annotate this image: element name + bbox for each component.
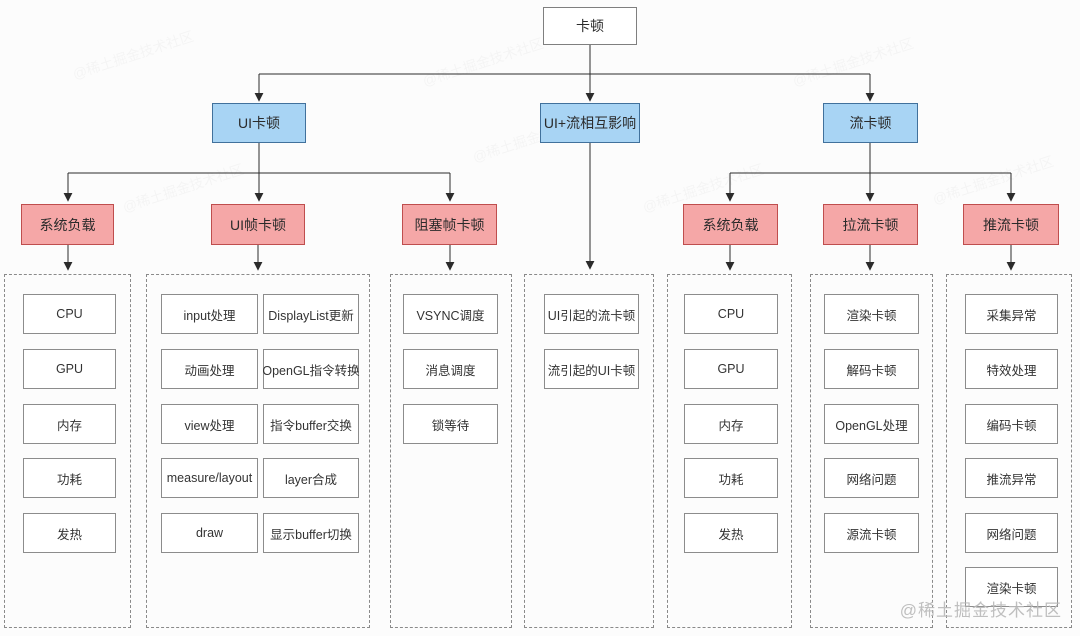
item-power: 功耗	[23, 458, 116, 498]
item-cmd-buffer-swap: 指令buffer交换	[263, 404, 359, 444]
item-network-issue: 网络问题	[965, 513, 1058, 553]
item-effect-process: 特效处理	[965, 349, 1058, 389]
item-draw: draw	[161, 513, 258, 553]
node-mixed-lag: UI+流相互影响	[540, 103, 640, 143]
item-ui-causes-stream-lag: UI引起的流卡顿	[544, 294, 639, 334]
item-gpu: GPU	[23, 349, 116, 389]
item-vsync-schedule: VSYNC调度	[403, 294, 498, 334]
site-watermark: @稀土掘金技术社区	[899, 601, 1062, 620]
node-ui-frame-lag: UI帧卡顿	[211, 204, 305, 245]
item-power: 功耗	[684, 458, 778, 498]
item-stream-causes-ui-lag: 流引起的UI卡顿	[544, 349, 639, 389]
item-encode-lag: 编码卡顿	[965, 404, 1058, 444]
item-render-lag: 渲染卡顿	[965, 567, 1058, 607]
group-push-lag: 采集异常 特效处理 编码卡顿 推流异常 网络问题 渲染卡顿	[946, 274, 1072, 628]
item-measure-layout: measure/layout	[161, 458, 258, 498]
item-opengl-cmd-convert: OpenGL指令转换	[262, 349, 360, 389]
item-cpu: CPU	[23, 294, 116, 334]
group-sysload-left: CPU GPU 内存 功耗 发热	[4, 274, 131, 628]
node-push-lag: 推流卡顿	[963, 204, 1059, 245]
node-stream-lag: 流卡顿	[823, 103, 918, 143]
node-root: 卡顿	[543, 7, 637, 45]
item-displaylist-update: DisplayList更新	[263, 294, 359, 334]
item-heat: 发热	[684, 513, 778, 553]
item-memory: 内存	[684, 404, 778, 444]
group-pull-lag: 渲染卡顿 解码卡顿 OpenGL处理 网络问题 源流卡顿	[810, 274, 933, 628]
item-opengl-process: OpenGL处理	[824, 404, 919, 444]
item-push-abnormal: 推流异常	[965, 458, 1058, 498]
node-ui-lag: UI卡顿	[212, 103, 306, 143]
item-msg-schedule: 消息调度	[403, 349, 498, 389]
item-gpu: GPU	[684, 349, 778, 389]
item-input-handling: input处理	[161, 294, 258, 334]
item-render-lag: 渲染卡顿	[824, 294, 919, 334]
group-ui-frame-lag: input处理 动画处理 view处理 measure/layout draw …	[146, 274, 370, 628]
item-cpu: CPU	[684, 294, 778, 334]
node-sysload-right: 系统负载	[683, 204, 778, 245]
item-heat: 发热	[23, 513, 116, 553]
item-view-handling: view处理	[161, 404, 258, 444]
group-mixed-lag: UI引起的流卡顿 流引起的UI卡顿	[524, 274, 654, 628]
item-layer-compose: layer合成	[263, 458, 359, 498]
item-source-stream-lag: 源流卡顿	[824, 513, 919, 553]
node-sysload-left: 系统负载	[21, 204, 114, 245]
group-sysload-right: CPU GPU 内存 功耗 发热	[667, 274, 792, 628]
node-blocked-frame-lag: 阻塞帧卡顿	[402, 204, 497, 245]
item-network-issue: 网络问题	[824, 458, 919, 498]
item-animation: 动画处理	[161, 349, 258, 389]
item-lock-wait: 锁等待	[403, 404, 498, 444]
item-memory: 内存	[23, 404, 116, 444]
node-pull-lag: 拉流卡顿	[823, 204, 918, 245]
item-capture-abnormal: 采集异常	[965, 294, 1058, 334]
group-blocked-frame-lag: VSYNC调度 消息调度 锁等待	[390, 274, 512, 628]
item-display-buffer-switch: 显示buffer切换	[263, 513, 359, 553]
item-decode-lag: 解码卡顿	[824, 349, 919, 389]
